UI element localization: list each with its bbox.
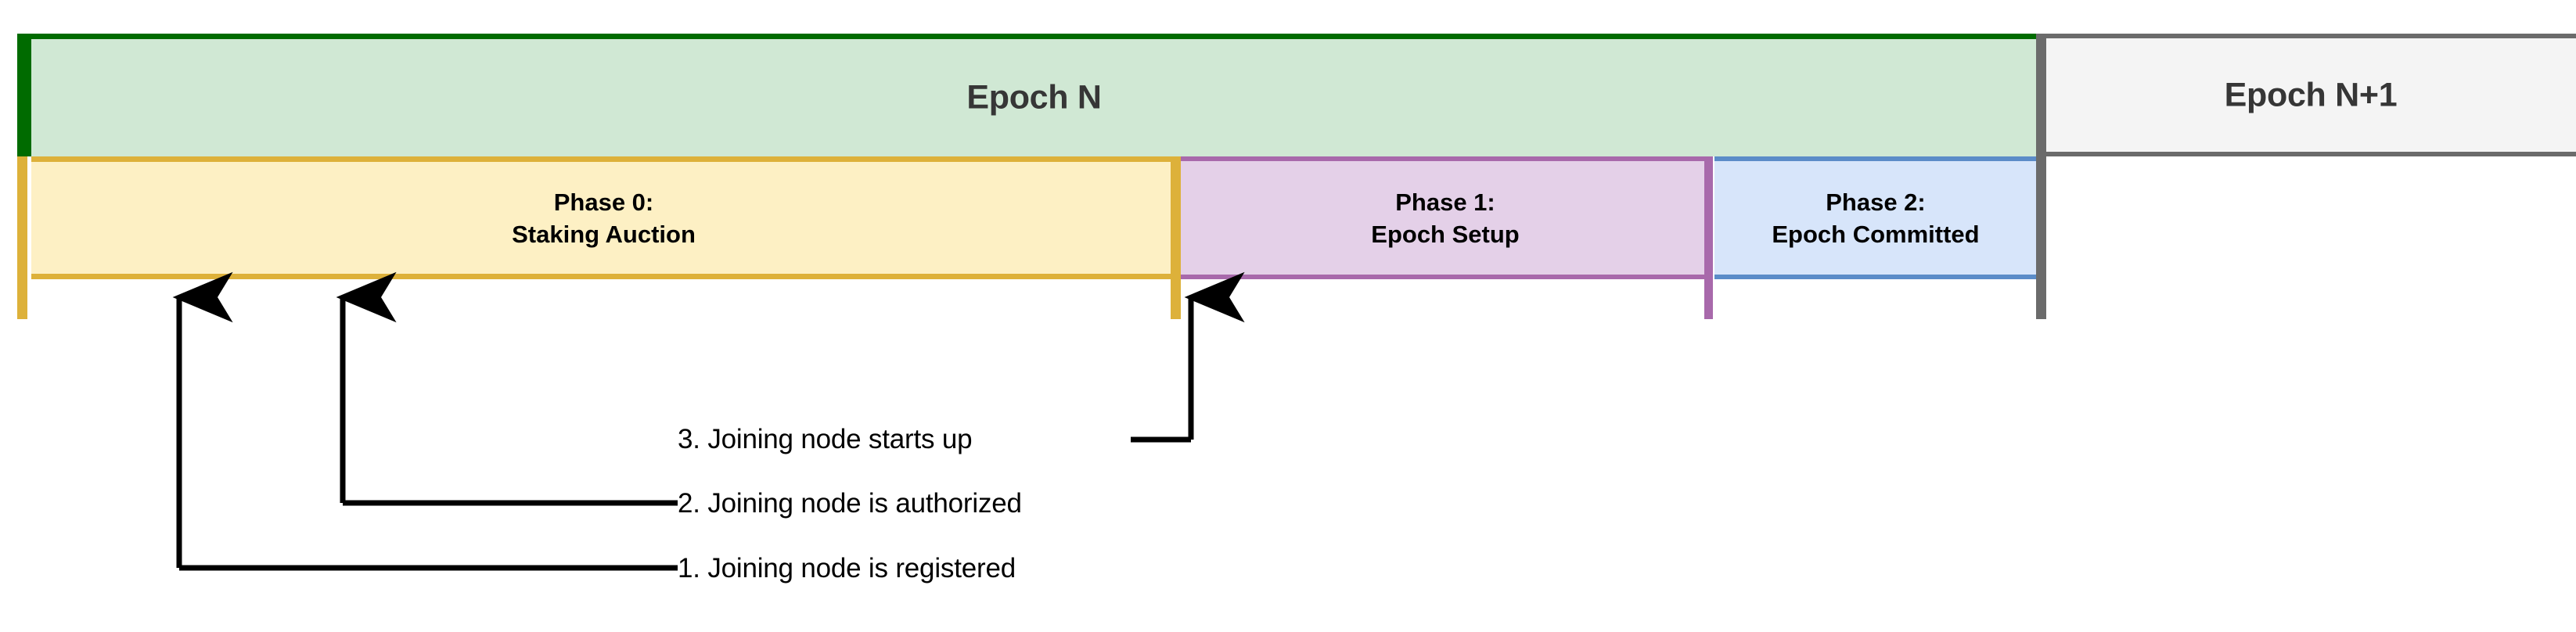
annotation-2-label: 2. Joining node is authorized <box>678 488 1022 519</box>
phase-2-text: Phase 2: Epoch Committed <box>1714 185 2037 250</box>
epoch-n-label: Epoch N <box>966 78 1102 117</box>
phase-2-line1: Phase 2: <box>1826 188 1926 216</box>
phase-1-end-tick <box>1704 156 1713 319</box>
epoch-next-label: Epoch N+1 <box>2224 76 2398 113</box>
phase-0-start-tick <box>17 156 27 319</box>
phase-1-box: Phase 1: Epoch Setup <box>1181 156 1710 279</box>
phase-0-box: Phase 0: Staking Auction <box>31 156 1176 279</box>
epoch-n-box: Epoch N <box>31 34 2037 156</box>
phase-1-text: Phase 1: Epoch Setup <box>1181 185 1710 250</box>
phase-0-line2: Staking Auction <box>512 220 696 248</box>
epoch-next-box: Epoch N+1 <box>2045 34 2576 156</box>
phase-0-line1: Phase 0: <box>553 188 654 216</box>
annotation-1-label: 1. Joining node is registered <box>678 553 1016 584</box>
epoch-start-marker <box>17 34 31 156</box>
annotation-3-label: 3. Joining node starts up <box>678 424 973 454</box>
phase-2-box: Phase 2: Epoch Committed <box>1714 156 2037 279</box>
phase-0-text: Phase 0: Staking Auction <box>31 185 1176 250</box>
epoch-boundary-divider <box>2036 34 2046 319</box>
phase-2-line2: Epoch Committed <box>1772 220 1980 248</box>
phase-1-line2: Epoch Setup <box>1371 220 1520 248</box>
phase-1-line1: Phase 1: <box>1395 188 1495 216</box>
phase-0-end-tick <box>1171 156 1181 319</box>
